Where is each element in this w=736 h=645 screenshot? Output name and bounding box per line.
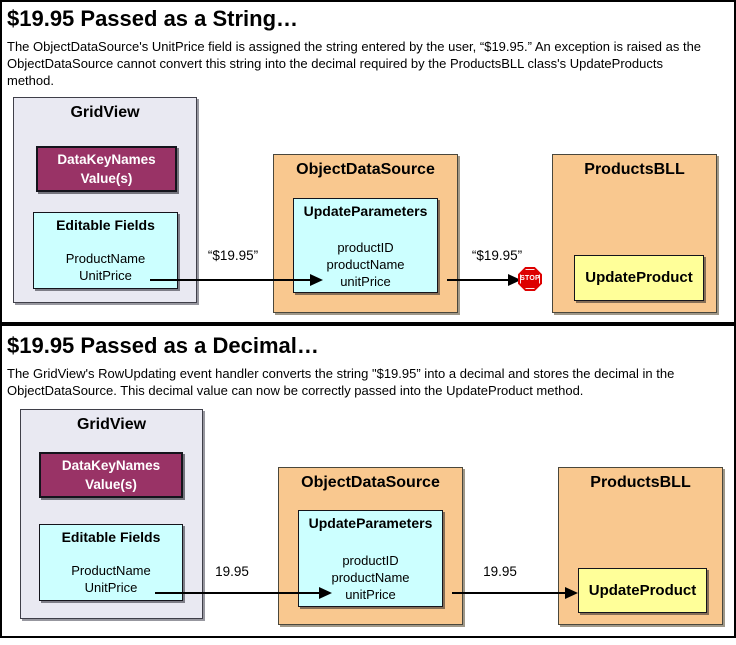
gridview-title: GridView bbox=[70, 104, 140, 121]
field-unitprice: UnitPrice bbox=[79, 268, 132, 283]
datakeynames-box: DataKeyNames Value(s) bbox=[39, 452, 183, 498]
page-title: $19.95 Passed as a Decimal… bbox=[7, 333, 319, 358]
arrowhead-icon bbox=[319, 587, 332, 599]
value-label-2: 19.95 bbox=[483, 564, 517, 579]
field-productname: ProductName bbox=[65, 251, 146, 266]
editable-fields-title: Editable Fields bbox=[61, 529, 161, 545]
arrowhead-icon bbox=[565, 587, 578, 599]
productsbll-title: ProductsBLL bbox=[584, 161, 685, 178]
updateparameters-box: UpdateParameters productID productName u… bbox=[298, 510, 443, 607]
updateparameters-title: UpdateParameters bbox=[308, 515, 433, 531]
arrowhead-icon bbox=[508, 274, 521, 286]
gridview-title: GridView bbox=[76, 416, 147, 433]
arrow-line-ods-to-bll bbox=[447, 279, 512, 281]
productsbll-box: ProductsBLL UpdateProduct bbox=[558, 467, 723, 625]
updateproduct-box: UpdateProduct bbox=[578, 568, 707, 613]
panel-description: The GridView's RowUpdating event handler… bbox=[7, 366, 675, 398]
arrow-line-gridview-to-ods bbox=[155, 592, 320, 594]
productsbll-box: ProductsBLL UpdateProduct bbox=[552, 154, 717, 313]
objectdatasource-title: ObjectDataSource bbox=[301, 474, 440, 491]
param-unitprice: unitPrice bbox=[340, 274, 391, 289]
datakeynames-line2: Value(s) bbox=[85, 477, 137, 492]
datakeynames-line1: DataKeyNames bbox=[61, 458, 161, 473]
value-label-1: 19.95 bbox=[215, 564, 249, 579]
panel-decimal: $19.95 Passed as a Decimal… The GridView… bbox=[0, 324, 736, 638]
updateproduct-box: UpdateProduct bbox=[574, 255, 704, 301]
param-productname: productName bbox=[331, 570, 410, 585]
datakeynames-line1: DataKeyNames bbox=[57, 152, 156, 167]
field-productname: ProductName bbox=[71, 563, 151, 578]
updateparameters-title: UpdateParameters bbox=[303, 203, 428, 219]
objectdatasource-box: ObjectDataSource UpdateParameters produc… bbox=[273, 154, 458, 313]
objectdatasource-box: ObjectDataSource UpdateParameters produc… bbox=[278, 467, 463, 625]
arrowhead-icon bbox=[310, 274, 323, 286]
page-title: $19.95 Passed as a String… bbox=[7, 6, 299, 31]
value-label-1: “$19.95” bbox=[207, 248, 259, 263]
panel-string: $19.95 Passed as a String… The ObjectDat… bbox=[0, 0, 736, 324]
arrow-line-ods-to-bll bbox=[452, 592, 567, 594]
stop-icon: STOP bbox=[518, 267, 542, 291]
datakeynames-line2: Value(s) bbox=[80, 171, 133, 186]
field-unitprice: UnitPrice bbox=[84, 580, 138, 595]
param-productid: productID bbox=[337, 240, 394, 255]
param-productname: productName bbox=[326, 257, 405, 272]
productsbll-title: ProductsBLL bbox=[590, 474, 691, 491]
panel-description: The ObjectDataSource's UnitPrice field i… bbox=[7, 39, 702, 88]
editable-fields-box: Editable Fields ProductName UnitPrice bbox=[39, 524, 183, 601]
param-productid: productID bbox=[342, 553, 399, 568]
objectdatasource-title: ObjectDataSource bbox=[296, 161, 435, 178]
datakeynames-box: DataKeyNames Value(s) bbox=[36, 146, 177, 192]
param-unitprice: unitPrice bbox=[345, 587, 396, 602]
arrow-line-gridview-to-ods bbox=[150, 279, 314, 281]
value-label-2: “$19.95” bbox=[471, 248, 523, 263]
editable-fields-title: Editable Fields bbox=[56, 217, 155, 233]
editable-fields-box: Editable Fields ProductName UnitPrice bbox=[33, 212, 178, 289]
gridview-box: GridView DataKeyNames Value(s) Editable … bbox=[20, 409, 203, 619]
gridview-box: GridView DataKeyNames Value(s) Editable … bbox=[13, 97, 197, 303]
